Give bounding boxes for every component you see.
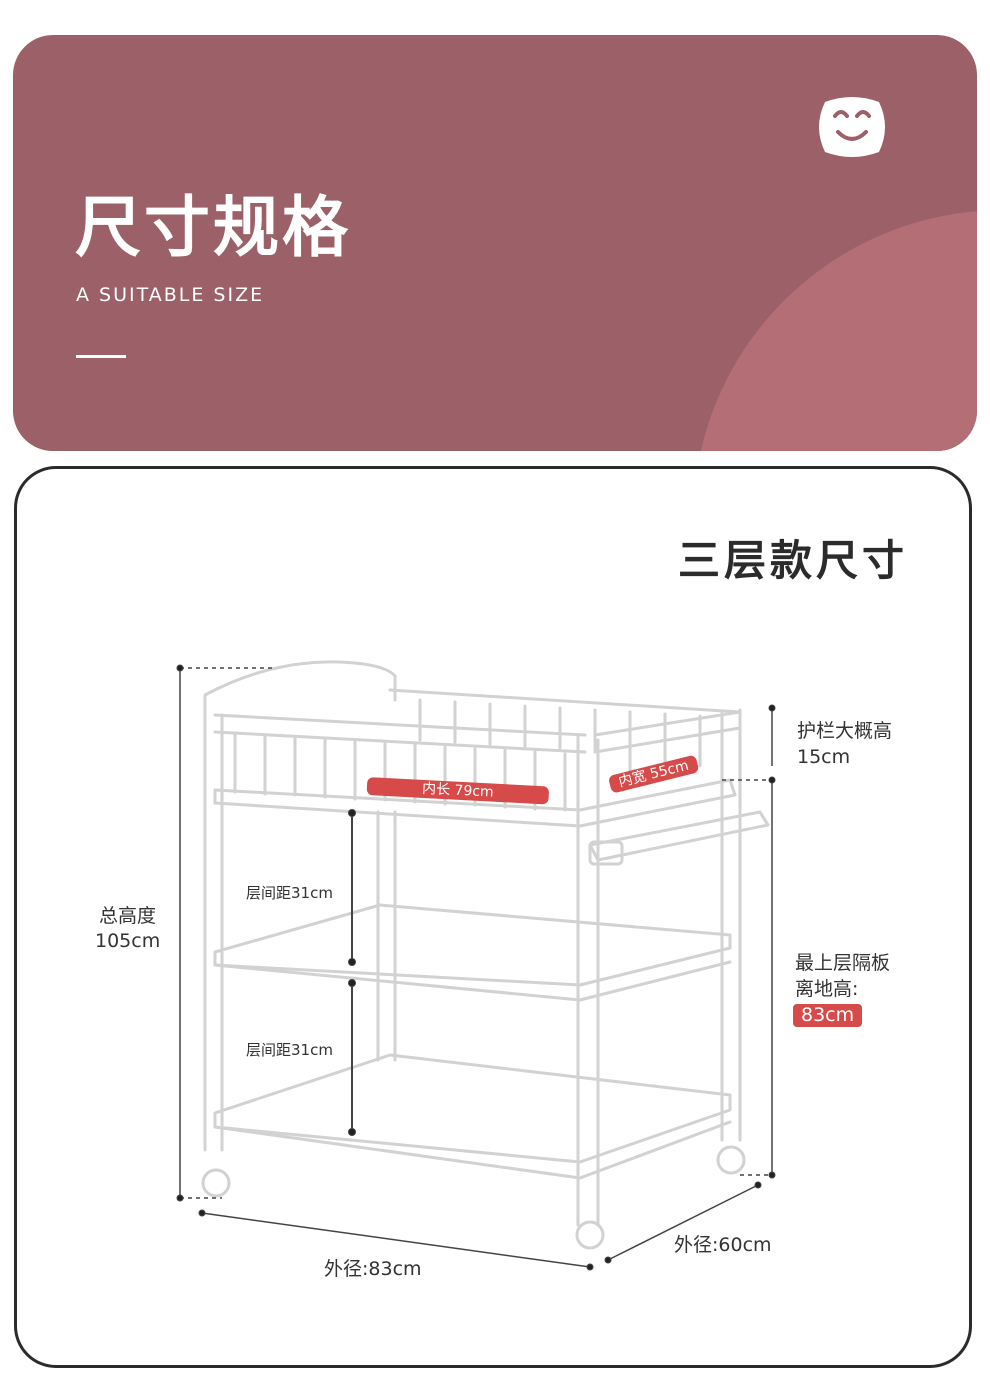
top-shelf-height-badge: 83cm bbox=[793, 1004, 863, 1027]
dimension-lines bbox=[176, 664, 776, 1271]
title-divider bbox=[76, 355, 126, 358]
size-card bbox=[14, 466, 972, 1368]
rail-height-value: 15cm bbox=[797, 746, 851, 768]
outer-length-label: 外径:83cm bbox=[324, 1258, 422, 1280]
total-height-value: 105cm bbox=[95, 930, 161, 952]
shelf-gap-upper-label: 层间距31cm bbox=[246, 884, 333, 902]
outer-width-label: 外径:60cm bbox=[674, 1234, 772, 1256]
top-shelf-height-label-1: 最上层隔板 bbox=[795, 952, 891, 974]
smiley-face-icon bbox=[819, 97, 885, 157]
table-sketch bbox=[201, 660, 770, 1250]
rail-height-label: 护栏大概高 bbox=[797, 720, 893, 742]
top-shelf-height-label-2: 离地高: bbox=[795, 978, 859, 1000]
header-banner: 尺寸规格 A SUITABLE SIZE bbox=[13, 35, 977, 451]
total-height-label: 总高度 bbox=[99, 905, 157, 927]
top-shelf-height-value: 83cm bbox=[793, 1004, 863, 1027]
page-subtitle: A SUITABLE SIZE bbox=[76, 284, 265, 306]
page-title: 尺寸规格 bbox=[75, 189, 351, 266]
section-title: 三层款尺寸 bbox=[678, 536, 909, 585]
shelf-gap-lower-label: 层间距31cm bbox=[246, 1041, 333, 1059]
